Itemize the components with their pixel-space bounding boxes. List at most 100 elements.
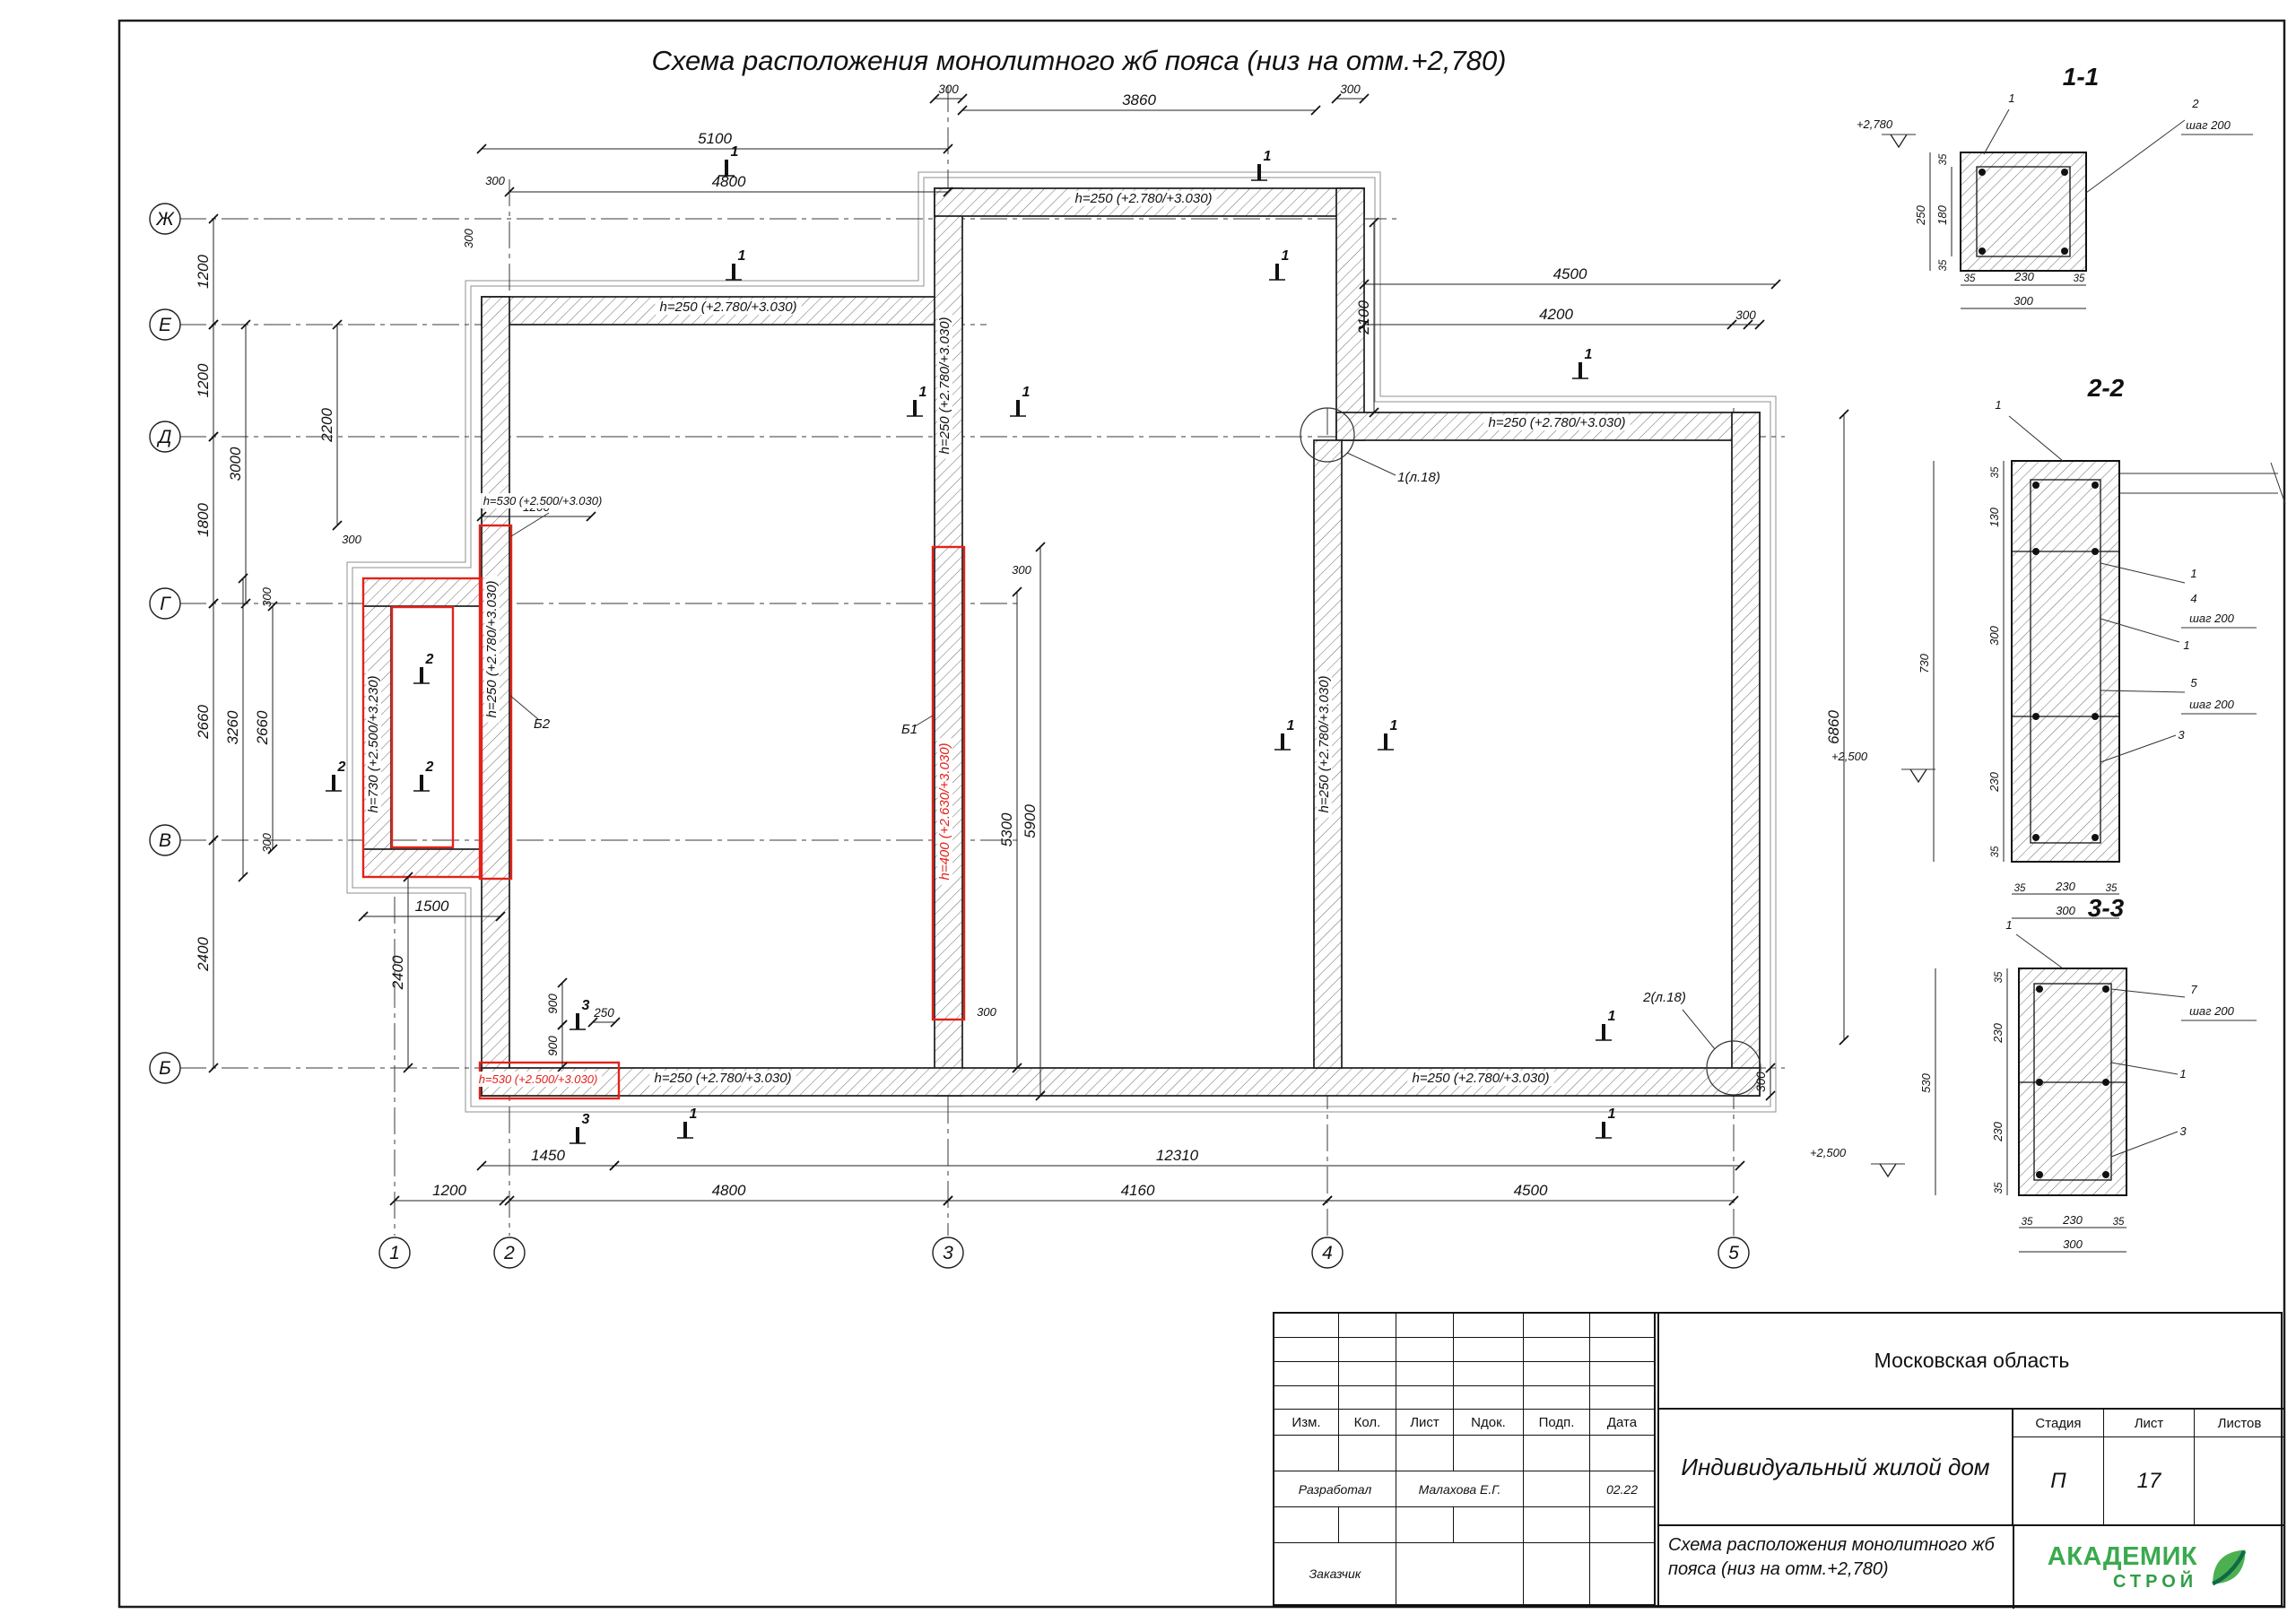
svg-text:1: 1 — [1585, 347, 1593, 362]
svg-text:Б2: Б2 — [534, 716, 551, 732]
label: 300 — [1012, 563, 1031, 577]
label: 300 — [260, 832, 274, 852]
cut-mark-1: 1 — [1251, 149, 1272, 181]
dimension: 3000 — [227, 319, 251, 609]
label: +2,780 — [1857, 117, 1893, 131]
svg-text:730: 730 — [1918, 653, 1931, 673]
col-list: Лист — [1396, 1410, 1454, 1436]
label: 300 — [2056, 904, 2075, 917]
svg-text:1200: 1200 — [195, 363, 212, 397]
label: 1 — [1995, 398, 2001, 412]
svg-text:300: 300 — [1754, 1072, 1768, 1092]
dimension: 1200 — [389, 1182, 509, 1206]
svg-text:2(л.18): 2(л.18) — [1642, 990, 1686, 1005]
label: 230 — [1991, 1121, 2005, 1141]
svg-text:4800: 4800 — [712, 173, 746, 190]
svg-text:2: 2 — [2191, 97, 2199, 110]
label: 35 — [1990, 466, 2001, 478]
dimension: 4200 — [1359, 306, 1753, 330]
label: 180 — [1935, 204, 1949, 224]
detail-circle-1 — [1300, 407, 1355, 463]
svg-text:300: 300 — [1735, 308, 1756, 322]
label: 3 — [2179, 1124, 2187, 1138]
label: 300 — [977, 1005, 996, 1019]
svg-text:h=250 (+2.780/+3.030): h=250 (+2.780/+3.030) — [1412, 1071, 1549, 1086]
axis-bubble-Ж — [149, 203, 181, 235]
label: h=250 (+2.780/+3.030) — [649, 1071, 796, 1086]
dimension: 4500 — [1322, 1182, 1739, 1206]
title-block-main: Московская область Индивидуальный жилой … — [1657, 1314, 2284, 1609]
cut-mark-2: 2 — [326, 759, 346, 792]
label: 250 — [1914, 204, 1927, 225]
label: 230 — [2055, 880, 2075, 893]
axis-bubble-Д — [149, 421, 181, 453]
dimension: 2660 — [254, 601, 278, 855]
svg-text:1200: 1200 — [432, 1182, 466, 1199]
cut-mark-1: 1 — [1596, 1107, 1616, 1139]
label: 1(л.18) — [1397, 470, 1440, 485]
document-name: Схема расположения монолитного жб пояса … — [1659, 1526, 2014, 1609]
svg-text:3860: 3860 — [1122, 91, 1156, 108]
label: 35 — [1964, 273, 1976, 284]
label: 35 — [1938, 153, 1949, 165]
cut-mark-1: 1 — [1596, 1009, 1616, 1041]
developer-role: Разработал — [1274, 1471, 1396, 1507]
label: 35 — [2014, 883, 2026, 894]
svg-text:3-3: 3-3 — [2088, 894, 2125, 922]
svg-text:h=250 (+2.780/+3.030): h=250 (+2.780/+3.030) — [654, 1071, 791, 1086]
svg-text:35: 35 — [1964, 273, 1976, 284]
dimension: 300 — [1754, 1063, 1776, 1101]
svg-text:300: 300 — [2056, 904, 2075, 917]
dimension: 12310 — [609, 1147, 1745, 1171]
logo-academik-text: АКАДЕМИК — [2047, 1542, 2198, 1571]
svg-text:4160: 4160 — [1121, 1182, 1155, 1199]
svg-text:h=250 (+2.780/+3.030): h=250 (+2.780/+3.030) — [1488, 415, 1625, 430]
label: 300 — [2013, 294, 2033, 308]
label: 300 — [260, 586, 274, 606]
document-name-line2: пояса (низ на отм.+2,780) — [1668, 1559, 1889, 1579]
svg-text:3260: 3260 — [224, 710, 241, 744]
svg-text:3: 3 — [2179, 1124, 2187, 1138]
sheet-frame — [117, 19, 2286, 1609]
dimension: 3260 — [224, 573, 248, 882]
dimension: 1450 — [476, 1147, 620, 1171]
drawing-title: Схема расположения монолитного жб пояса … — [651, 45, 1506, 76]
svg-text:2: 2 — [337, 759, 346, 775]
svg-text:4: 4 — [2190, 592, 2196, 605]
svg-text:130: 130 — [1987, 507, 2001, 526]
svg-text:300: 300 — [2063, 1237, 2083, 1251]
svg-text:7: 7 — [2190, 983, 2197, 996]
logo-leaf-icon — [2212, 1549, 2247, 1586]
svg-text:1: 1 — [1390, 718, 1398, 733]
label: 35 — [1938, 259, 1949, 271]
logo-stroy-text: СТРОЙ — [2112, 1572, 2198, 1592]
svg-text:2: 2 — [425, 652, 434, 667]
svg-text:3: 3 — [582, 998, 590, 1013]
svg-text:1: 1 — [690, 1107, 698, 1122]
dimension: 5300 — [998, 586, 1022, 1073]
svg-text:300: 300 — [977, 1005, 996, 1019]
svg-text:1: 1 — [1995, 398, 2001, 412]
company-logo: АКАДЕМИК СТРОЙ — [2014, 1526, 2284, 1609]
svg-text:1: 1 — [738, 248, 746, 264]
svg-text:1: 1 — [1608, 1107, 1616, 1122]
label: h=250 (+2.780/+3.030) — [484, 576, 500, 723]
svg-text:1500: 1500 — [415, 898, 449, 915]
label: h=250 (+2.780/+3.030) — [1483, 415, 1631, 430]
dimension: 300 — [1331, 82, 1370, 104]
label: 1 — [2008, 91, 2014, 105]
svg-text:h=250 (+2.780/+3.030): h=250 (+2.780/+3.030) — [1317, 675, 1332, 812]
svg-text:2400: 2400 — [389, 955, 406, 990]
cut-mark-1: 1 — [1572, 347, 1593, 379]
col-izm: Изм. — [1274, 1410, 1339, 1436]
svg-text:230: 230 — [2013, 270, 2034, 283]
svg-text:35: 35 — [1938, 153, 1949, 165]
label: 1 — [2179, 1067, 2186, 1081]
label: 300 — [462, 228, 475, 247]
formwork-contours — [346, 171, 1777, 1113]
svg-text:35: 35 — [1990, 846, 2001, 857]
svg-text:300: 300 — [1987, 625, 2001, 645]
axis-label-4: 4 — [1322, 1243, 1333, 1263]
svg-text:2100: 2100 — [1355, 300, 1372, 335]
